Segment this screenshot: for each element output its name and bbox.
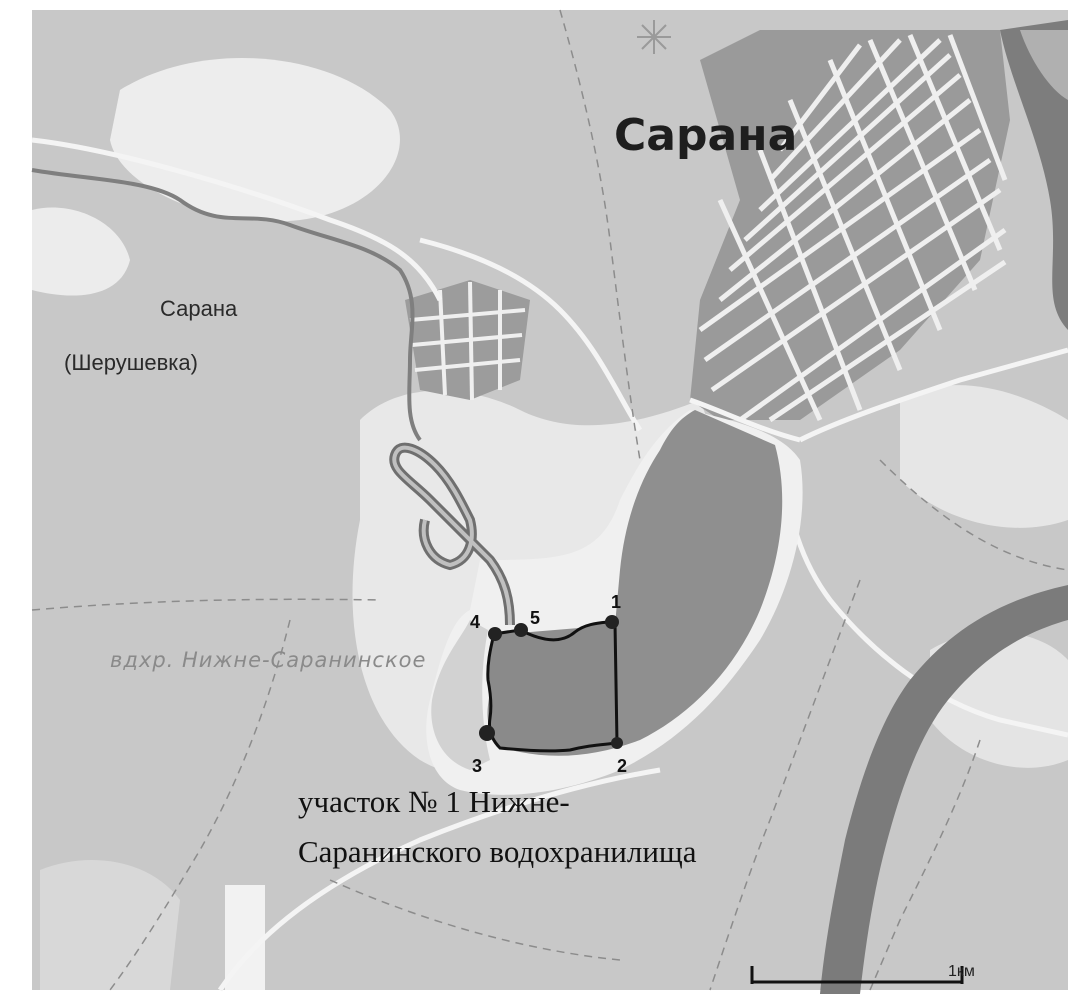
- town-grid: [690, 30, 1010, 423]
- scale-label: 1км: [948, 963, 975, 980]
- settlement-symbol: [637, 20, 671, 54]
- open-field-north: [110, 57, 400, 222]
- point-2-label: 2: [617, 756, 627, 776]
- stream-inner: [392, 445, 512, 626]
- open-field-east: [900, 385, 1068, 528]
- scale-bar: 1км: [750, 963, 975, 984]
- point-1-label: 1: [611, 592, 621, 612]
- boundary-points: [479, 615, 623, 749]
- village-sublabel: (Шерушевка): [64, 350, 198, 375]
- open-field-west: [32, 207, 130, 296]
- reservoir-sand: [431, 620, 490, 770]
- reservoir-label: вдхр. Нижне-Саранинское: [110, 648, 426, 672]
- point-1-marker[interactable]: [605, 615, 619, 629]
- caption-line-2: Саранинского водохранилища: [298, 834, 697, 869]
- point-4-marker[interactable]: [488, 627, 502, 641]
- point-5-marker[interactable]: [514, 623, 528, 637]
- creek: [31, 168, 422, 442]
- point-4-label: 4: [470, 612, 480, 632]
- roads: [31, 137, 1068, 992]
- village-grid: [405, 280, 530, 401]
- river-north: [1000, 20, 1068, 330]
- dashed-tracks: [31, 9, 1068, 991]
- point-3-marker[interactable]: [479, 725, 495, 741]
- caption-line-1: участок № 1 Нижне-: [298, 784, 570, 819]
- point-2-marker[interactable]: [611, 737, 623, 749]
- river-south: [820, 585, 1068, 994]
- village-label: Сарана: [160, 296, 238, 321]
- point-5-label: 5: [530, 608, 540, 628]
- open-field-southwest: [40, 860, 180, 990]
- city-label: Сарана: [614, 110, 797, 161]
- river-branch: [1020, 30, 1068, 100]
- section-1-outline: [486, 620, 619, 753]
- point-3-label: 3: [472, 756, 482, 776]
